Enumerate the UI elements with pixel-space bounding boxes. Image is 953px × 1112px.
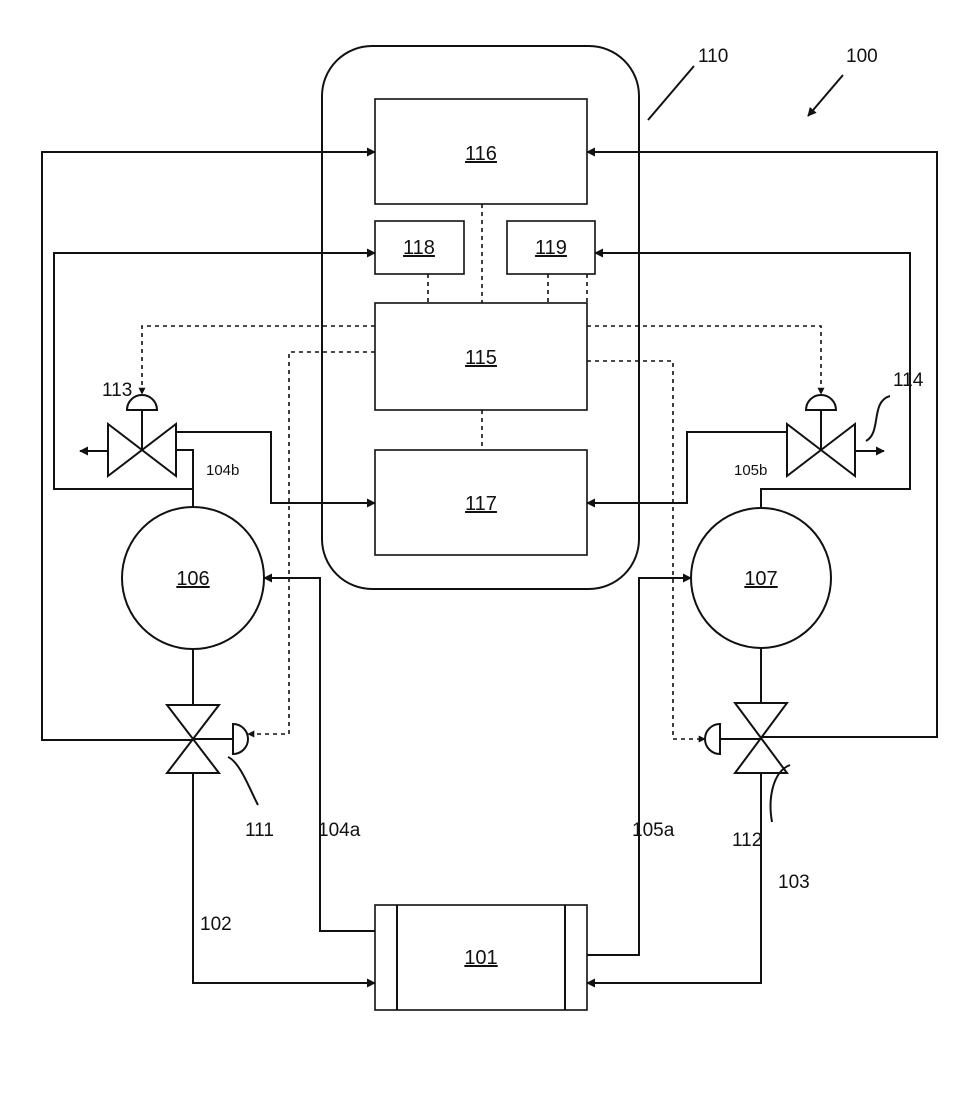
valve-111-actuator <box>233 724 248 754</box>
block-117-label: 117 <box>465 493 497 515</box>
valve-112-actuator <box>705 724 720 754</box>
ctrl-115-valve112 <box>587 361 705 739</box>
line-105b-label: 105b <box>734 462 767 479</box>
valve-111-leader <box>228 757 258 805</box>
valve-113-label: 113 <box>102 380 132 401</box>
tank-106-label: 106 <box>176 568 209 590</box>
line-103 <box>587 773 761 983</box>
valve-111-label: 111 <box>245 820 274 841</box>
controller-leader-line <box>648 66 694 120</box>
line-105a-label: 105a <box>632 820 675 841</box>
controller-label: 110 <box>698 46 728 67</box>
line-102 <box>193 773 375 983</box>
unit-101-label: 101 <box>464 947 497 969</box>
block-119-label: 119 <box>535 237 567 259</box>
line-102-label: 102 <box>200 914 232 935</box>
valve-114-label: 114 <box>893 370 924 391</box>
ctrl-115-valve114 <box>587 326 821 394</box>
tank-107-label: 107 <box>744 568 777 590</box>
line-103-label: 103 <box>778 872 810 893</box>
line-105a <box>587 578 691 955</box>
line-104b-label: 104b <box>206 462 239 479</box>
system-arrow <box>808 75 843 116</box>
line-104a <box>264 578 375 931</box>
line-valve111-116 <box>42 152 375 740</box>
valve-112-label: 112 <box>732 830 762 851</box>
block-116-label: 116 <box>465 143 497 165</box>
system-label: 100 <box>846 46 878 67</box>
valve113-to-106-link <box>176 450 193 489</box>
ctrl-115-valve113 <box>142 326 375 394</box>
valve-114-leader <box>866 396 890 441</box>
line-104a-label: 104a <box>318 820 361 841</box>
block-115-label: 115 <box>465 347 497 369</box>
block-118-label: 118 <box>403 237 435 259</box>
valve-114-actuator <box>806 395 836 410</box>
ctrl-115-valve111 <box>248 352 375 734</box>
